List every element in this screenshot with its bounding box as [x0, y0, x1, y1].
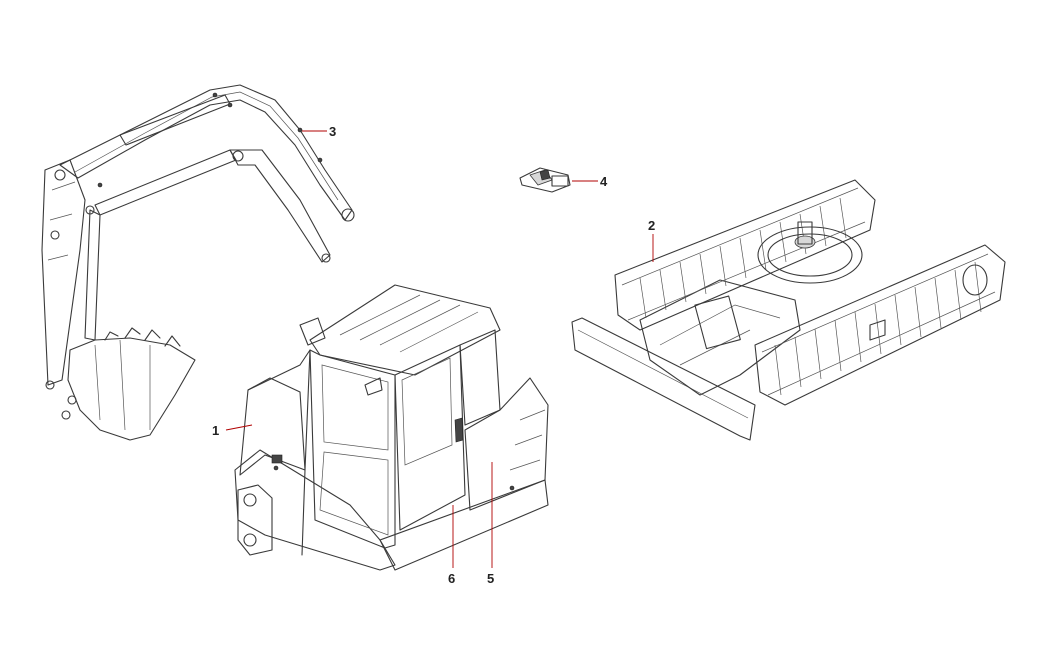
- callout-6: 6: [448, 505, 455, 586]
- callout-label-4: 4: [600, 174, 608, 189]
- callout-5: 5: [487, 462, 494, 586]
- callout-4: 4: [572, 174, 608, 189]
- undercarriage-assembly: [571, 179, 1006, 441]
- callout-label-5: 5: [487, 571, 494, 586]
- boom-arm-bucket-assembly: [41, 84, 355, 441]
- cab-body-assembly: [234, 284, 549, 571]
- small-bracket-part: [519, 167, 571, 193]
- callout-1: 1: [212, 423, 253, 438]
- callout-label-3: 3: [329, 124, 336, 139]
- callout-label-6: 6: [448, 571, 455, 586]
- callout-3: 3: [302, 124, 336, 139]
- callout-label-1: 1: [212, 423, 219, 438]
- callout-label-2: 2: [648, 218, 655, 233]
- callout-2: 2: [648, 218, 655, 262]
